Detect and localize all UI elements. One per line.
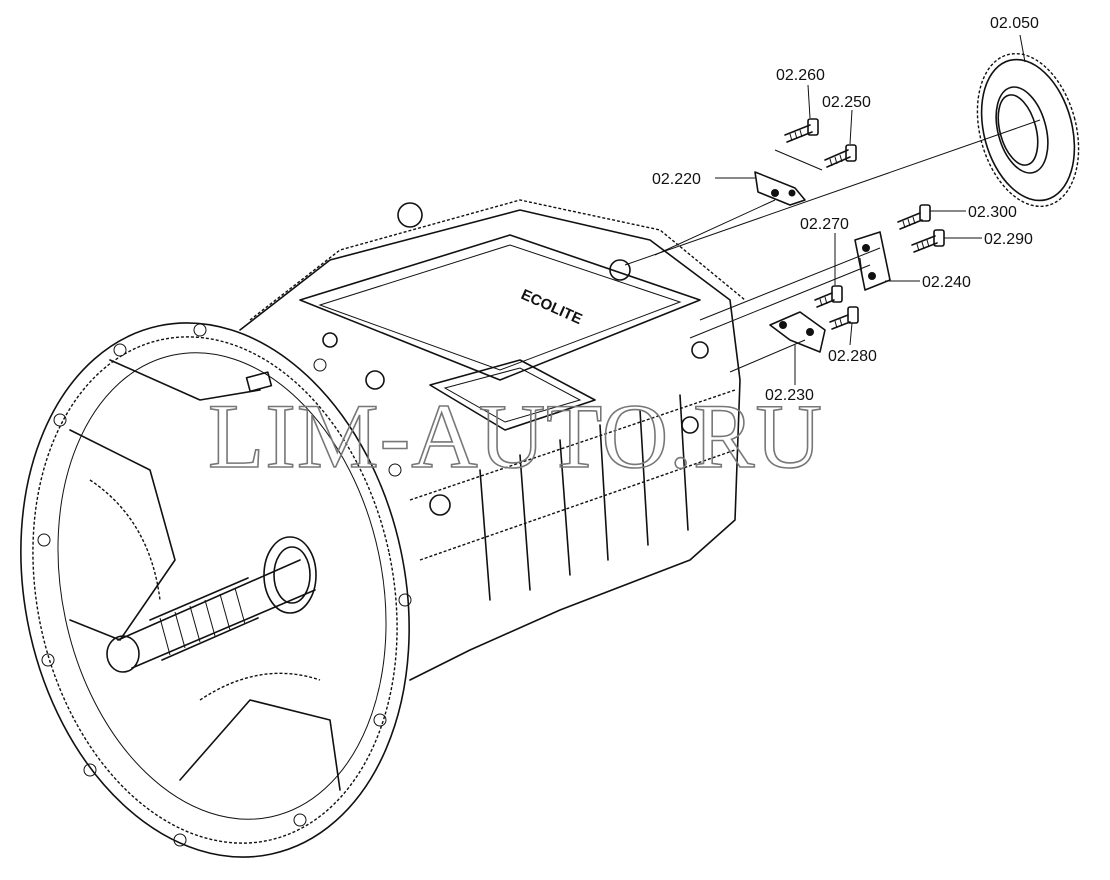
callout-02230: 02.230 (765, 387, 814, 404)
callout-02050: 02.050 (990, 15, 1039, 32)
cover-plate-02220 (754, 171, 806, 206)
callout-02280: 02.280 (828, 348, 877, 365)
cover-plate-02230 (769, 311, 826, 353)
cover-plate-02240 (854, 231, 891, 291)
bolt-02290 (911, 229, 945, 253)
bolt-02280 (829, 306, 859, 330)
explosion-lines (624, 119, 1041, 373)
callout-02220: 02.220 (652, 171, 701, 188)
callout-labels: 02.050 02.260 02.250 02.220 02.300 02.27… (652, 15, 1039, 404)
shift-cover (429, 359, 596, 431)
input-shaft (106, 536, 317, 673)
callout-02300: 02.300 (968, 204, 1017, 221)
bolt-02250 (824, 144, 857, 168)
leader-lines (715, 34, 1026, 385)
callout-02250: 02.250 (822, 94, 871, 111)
callout-02270: 02.270 (800, 216, 849, 233)
bolt-02260 (784, 118, 819, 143)
callout-02260: 02.260 (776, 67, 825, 84)
bolt-02270 (814, 285, 843, 308)
housing-marking: ECOLITE (518, 286, 584, 328)
flange-bolt-holes (37, 323, 412, 847)
tone-wheel (976, 52, 1080, 208)
gearbox-housing: ECOLITE (20, 199, 746, 858)
callout-02240: 02.240 (922, 274, 971, 291)
main-case (239, 209, 741, 681)
callout-02290: 02.290 (984, 231, 1033, 248)
bell-housing-flange (20, 322, 410, 858)
bolt-02300 (897, 204, 931, 230)
watermark: LIM-AUTO.RU (208, 385, 823, 487)
